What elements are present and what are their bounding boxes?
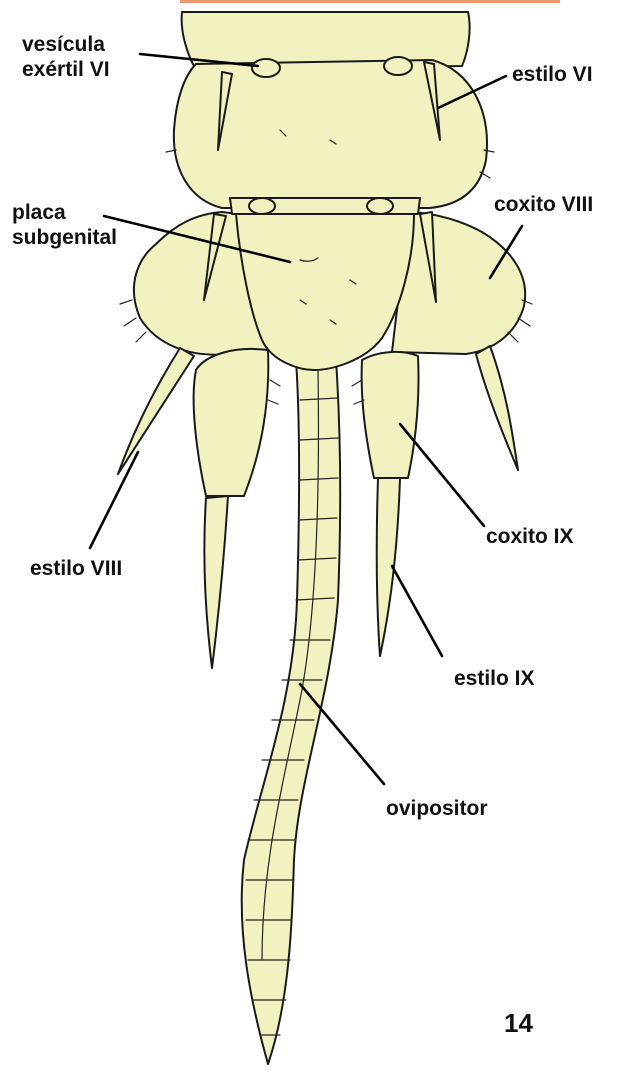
label-placa-subgenital: placa subgenital (12, 200, 117, 250)
top-accent (180, 0, 560, 3)
stylus-ix-right (377, 478, 400, 656)
label-coxito-ix: coxito IX (486, 524, 574, 549)
vesicle-vi-right (384, 57, 412, 75)
label-estilo-vi: estilo VI (512, 62, 593, 87)
label-vesicula-line2: exértil VI (22, 57, 110, 82)
label-vesicula-line1: vesícula (22, 32, 110, 57)
label-placa-line2: subgenital (12, 225, 117, 250)
vesicle-vii-right (367, 198, 393, 214)
coxite-ix-right (362, 352, 419, 478)
vesicle-vii-left (249, 198, 275, 214)
label-placa-line1: placa (12, 200, 117, 225)
label-estilo-viii: estilo VIII (30, 556, 122, 581)
label-vesicula-exertil-vi: vesícula exértil VI (22, 32, 110, 82)
vesicle-vi-left (252, 59, 280, 77)
ovipositor-shape (242, 360, 340, 1064)
stylus-ix-left (204, 496, 228, 668)
label-estilo-ix: estilo IX (454, 666, 535, 691)
leader-estilo-ix (392, 566, 442, 656)
label-coxito-viii: coxito VIII (494, 192, 593, 217)
leader-estilo-viii (90, 452, 138, 548)
label-ovipositor: ovipositor (386, 796, 488, 821)
leader-coxito-ix (400, 424, 484, 526)
coxite-ix-left (194, 349, 269, 496)
figure-number: 14 (504, 1008, 533, 1038)
stylus-viii-right (476, 346, 518, 470)
stylus-viii-left (118, 348, 194, 474)
